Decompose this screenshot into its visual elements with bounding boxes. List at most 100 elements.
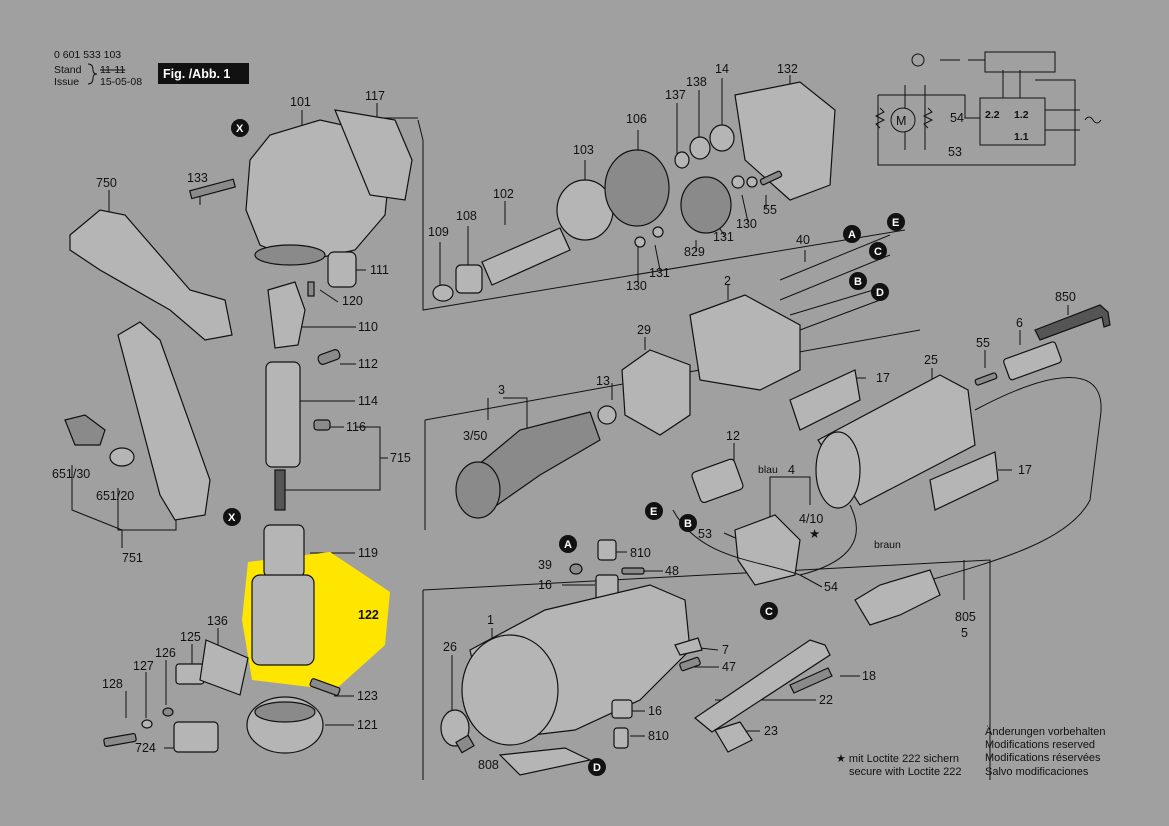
side-handle-750 xyxy=(69,209,233,341)
label-110: 110 xyxy=(358,320,378,334)
parts-graphics xyxy=(64,51,1111,776)
label-117: 117 xyxy=(365,89,385,103)
callout-x-bottom: X xyxy=(228,512,236,524)
capacitor-12 xyxy=(691,458,744,504)
label-750: 750 xyxy=(96,176,117,190)
label-138: 138 xyxy=(686,75,707,89)
label-132: 132 xyxy=(777,62,798,76)
hex-key-850 xyxy=(1034,304,1111,341)
callout-x-top: X xyxy=(236,123,244,135)
label-116: 116 xyxy=(346,420,366,434)
label-724: 724 xyxy=(135,741,156,755)
label-16-a: 16 xyxy=(538,578,552,592)
label-16-b: 16 xyxy=(648,704,662,718)
brush-810b xyxy=(613,727,629,749)
label-128: 128 xyxy=(102,677,123,691)
label-4-10: 4/10 xyxy=(799,512,823,526)
label-111: 111 xyxy=(370,263,389,277)
label-54-a: 54 xyxy=(824,580,838,594)
figure-badge-bg xyxy=(158,63,249,84)
callout-c-mid: C xyxy=(765,606,773,618)
label-4: 4 xyxy=(788,463,795,477)
schematic-motor-label: M xyxy=(896,114,906,128)
footnotes: ★ mit Loctite 222 sichern secure with Lo… xyxy=(836,726,1105,778)
label-55-b: 55 xyxy=(976,336,990,350)
doc-header: 0 601 533 103 Stand Issue 11-11 15-05-08… xyxy=(54,49,249,88)
figure-badge: Fig. /Abb. 1 xyxy=(163,67,230,81)
label-125: 125 xyxy=(180,630,201,644)
label-25: 25 xyxy=(924,353,938,367)
label-wire-braun: braun xyxy=(874,539,901,551)
label-47: 47 xyxy=(722,660,736,674)
part-labels: 101 117 133 750 111 120 110 112 114 116 … xyxy=(52,62,1076,772)
label-53-a: 53 xyxy=(698,527,712,541)
label-137: 137 xyxy=(665,88,686,102)
label-29: 29 xyxy=(637,323,651,337)
screw-133 xyxy=(188,178,236,200)
block-724 xyxy=(173,721,219,753)
gear-829 xyxy=(680,176,732,234)
label-6: 6 xyxy=(1016,316,1023,330)
label-122: 122 xyxy=(358,608,379,622)
bearing-flange-132 xyxy=(734,81,836,201)
label-40: 40 xyxy=(796,233,810,247)
label-101: 101 xyxy=(290,95,311,109)
label-810-b: 810 xyxy=(648,729,669,743)
label-3: 3 xyxy=(498,383,505,397)
spring-39 xyxy=(569,563,583,575)
label-119: 119 xyxy=(358,546,378,560)
callout-e-top: E xyxy=(892,217,899,229)
switch-rod-22 xyxy=(693,639,831,733)
part-125 xyxy=(175,663,205,685)
washer-137 xyxy=(674,151,690,169)
label-127: 127 xyxy=(133,659,154,673)
bearing-138 xyxy=(689,136,711,160)
label-39: 39 xyxy=(538,558,552,572)
label-14: 14 xyxy=(715,62,729,76)
schematic-label-53: 53 xyxy=(948,145,962,159)
label-108: 108 xyxy=(456,209,477,223)
callout-a-top: A xyxy=(848,229,856,241)
die-holder-122 xyxy=(251,574,315,666)
screw-128 xyxy=(103,732,137,748)
gasket-117 xyxy=(334,109,413,201)
label-26: 26 xyxy=(443,640,457,654)
note-mod-es: Salvo modificaciones xyxy=(985,766,1089,778)
bearing-14 xyxy=(709,124,735,152)
ground-icon xyxy=(911,53,925,67)
callout-a-mid: A xyxy=(564,539,572,551)
label-810-a: 810 xyxy=(630,546,651,560)
label-2: 2 xyxy=(724,274,731,288)
label-star: ★ xyxy=(809,527,820,541)
brace-icon xyxy=(87,63,98,85)
callout-b-mid: B xyxy=(684,518,692,530)
label-136: 136 xyxy=(207,614,228,628)
label-17a xyxy=(789,369,861,431)
label-121: 121 xyxy=(357,718,378,732)
brush-810a xyxy=(597,539,617,561)
callout-c-top: C xyxy=(874,246,882,258)
screw-116 xyxy=(313,419,331,431)
issue-value: 15-05-08 xyxy=(100,76,142,88)
label-808: 808 xyxy=(478,758,499,772)
label-3-50: 3/50 xyxy=(463,429,487,443)
label-23: 23 xyxy=(764,724,778,738)
label-131-a: 131 xyxy=(713,230,734,244)
pin-112 xyxy=(317,349,341,365)
label-751: 751 xyxy=(122,551,143,565)
pin-126 xyxy=(162,707,174,717)
label-114: 114 xyxy=(358,394,378,408)
callout-markers: X X A E C B D E B A C D xyxy=(223,119,905,776)
label-131-b: 131 xyxy=(649,266,670,280)
eccentric-110 xyxy=(267,281,306,349)
screw-48 xyxy=(621,567,645,575)
label-829: 829 xyxy=(684,245,705,259)
label-17b xyxy=(929,451,999,511)
screw-123 xyxy=(309,678,341,696)
label-17-b: 17 xyxy=(1018,463,1032,477)
ring-26 xyxy=(440,709,470,747)
label-13: 13 xyxy=(596,374,610,388)
label-1: 1 xyxy=(487,613,494,627)
schematic-label-1-2: 1.2 xyxy=(1014,109,1029,121)
